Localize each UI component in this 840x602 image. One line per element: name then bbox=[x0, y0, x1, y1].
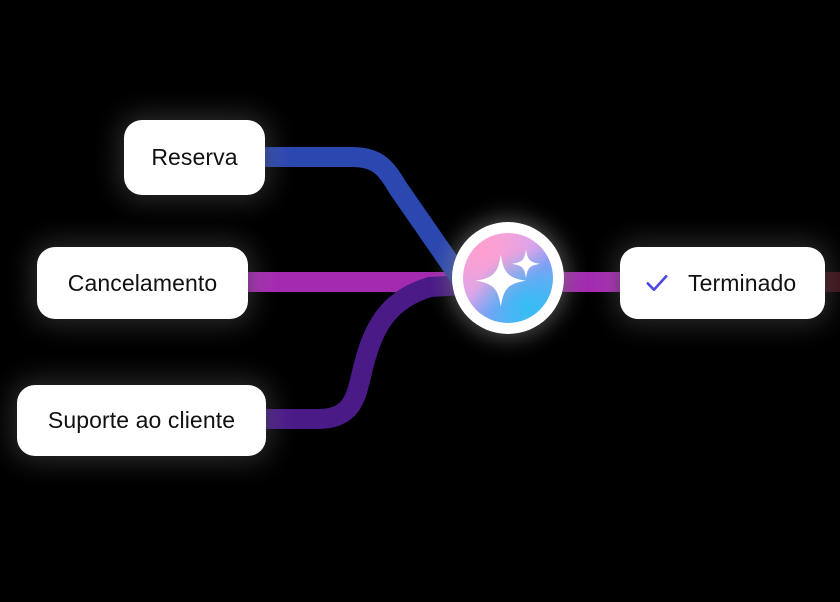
connector-suporte-to-center bbox=[258, 272, 513, 429]
node-card-reserva[interactable]: Reserva bbox=[124, 120, 265, 195]
ai-orb-node[interactable] bbox=[452, 222, 564, 334]
ai-orb-gradient bbox=[463, 233, 553, 323]
sparkle-icon bbox=[475, 249, 541, 307]
node-card-cancelamento[interactable]: Cancelamento bbox=[37, 247, 248, 319]
node-label-terminado: Terminado bbox=[688, 269, 797, 296]
node-card-terminado[interactable]: Terminado bbox=[620, 247, 825, 319]
node-label-reserva: Reserva bbox=[151, 144, 238, 170]
node-label-cancelamento: Cancelamento bbox=[67, 269, 218, 296]
check-icon bbox=[646, 274, 668, 292]
node-label-suporte-ao-cliente: Suporte ao cliente bbox=[47, 407, 236, 433]
node-card-suporte-ao-cliente[interactable]: Suporte ao cliente bbox=[17, 385, 266, 456]
